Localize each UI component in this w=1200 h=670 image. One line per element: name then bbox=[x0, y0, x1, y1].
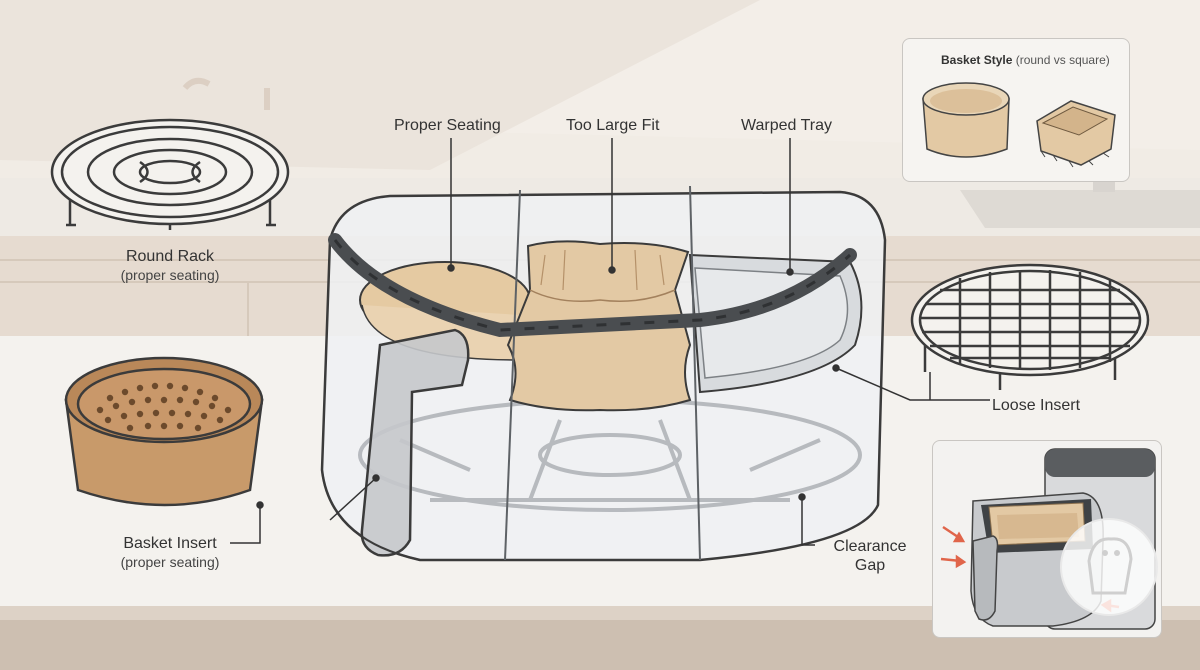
square-liner-icon bbox=[1036, 100, 1116, 168]
basket-style-icons bbox=[922, 82, 1116, 168]
round-liner-icon bbox=[922, 82, 1010, 158]
clearance-gap-label-line2: Gap bbox=[854, 557, 886, 574]
basket-insert-label: Basket Insert bbox=[123, 535, 217, 552]
panel-title: Basket Style (round vs square) bbox=[941, 53, 1110, 67]
too-large-fit-label: Too Large Fit bbox=[566, 117, 660, 134]
basket-style-panel: Basket Style (round vs square) bbox=[902, 38, 1130, 182]
round-rack-note: (proper seating) bbox=[120, 267, 220, 283]
callout-lines bbox=[230, 138, 990, 546]
watermark-logo-icon bbox=[1060, 518, 1158, 616]
round-rack-icon bbox=[50, 118, 290, 230]
basket-insert-icon bbox=[64, 356, 264, 507]
panel-title-rest: (round vs square) bbox=[1015, 53, 1110, 67]
round-rack-label: Round Rack bbox=[125, 248, 215, 265]
warped-tray-label: Warped Tray bbox=[741, 117, 832, 134]
air-fryer-basket-icon bbox=[320, 185, 887, 562]
loose-insert-label: Loose Insert bbox=[992, 397, 1081, 414]
clearance-gap-label-line1: Clearance bbox=[833, 538, 907, 555]
air-fryer-inset-panel bbox=[932, 440, 1162, 638]
air-fryer-icon bbox=[940, 448, 1158, 630]
square-rack-icon bbox=[910, 263, 1150, 390]
panel-title-bold: Basket Style bbox=[941, 53, 1013, 67]
proper-seating-label: Proper Seating bbox=[394, 117, 501, 134]
basket-insert-note: (proper seating) bbox=[120, 554, 220, 570]
